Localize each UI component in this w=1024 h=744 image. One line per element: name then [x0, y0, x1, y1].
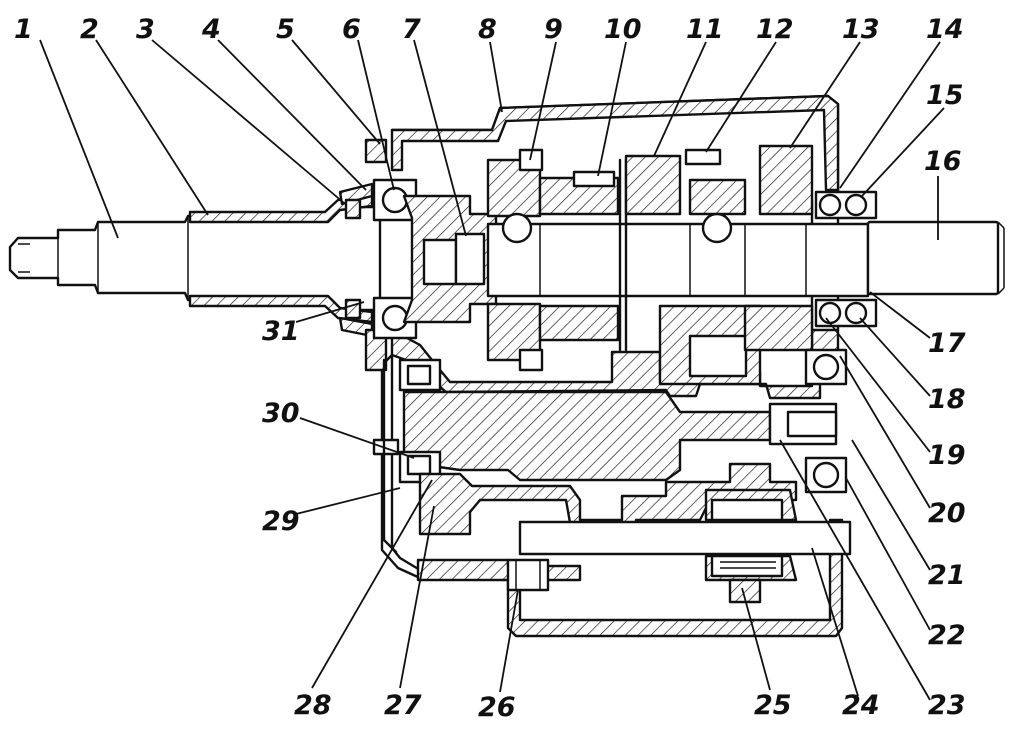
callout-14: 14	[926, 14, 964, 45]
callout-7: 7	[402, 14, 421, 45]
reverse-idler-assembly	[418, 462, 852, 604]
bearing-guide-sleeve	[188, 194, 374, 324]
callout-26: 26	[478, 692, 516, 723]
callout-labels: 1 2 3 4 5 6 7 8 9 10 11 12 13 14 15 16 1…	[14, 14, 966, 723]
callout-8: 8	[478, 14, 497, 45]
callout-2: 2	[80, 14, 99, 45]
callout-16: 16	[924, 146, 962, 177]
callout-17: 17	[928, 328, 966, 359]
callout-27: 27	[384, 690, 422, 721]
callout-22: 22	[928, 620, 966, 651]
callout-29: 29	[262, 506, 300, 537]
callout-13: 13	[842, 14, 880, 45]
callout-23: 23	[928, 690, 966, 721]
callout-5: 5	[276, 14, 295, 45]
leader-lines	[39, 39, 945, 701]
countershaft-front-cover	[372, 358, 400, 554]
callout-9: 9	[544, 14, 563, 45]
callout-30: 30	[262, 398, 300, 429]
callout-31: 31	[262, 316, 300, 347]
callout-6: 6	[342, 14, 361, 45]
callout-20: 20	[928, 498, 966, 529]
callout-15: 15	[926, 80, 964, 111]
callout-4: 4	[201, 14, 221, 45]
callout-18: 18	[928, 384, 966, 415]
main-shaft-assembly	[402, 158, 1005, 352]
callout-24: 24	[842, 690, 880, 721]
callout-21: 21	[928, 560, 966, 591]
callout-11: 11	[686, 14, 724, 45]
rear-bearings	[814, 190, 878, 328]
callout-3: 3	[136, 14, 155, 45]
countershaft	[398, 348, 848, 494]
callout-1: 1	[14, 14, 33, 45]
callout-10: 10	[604, 14, 642, 45]
callout-25: 25	[754, 690, 792, 721]
callout-28: 28	[294, 690, 332, 721]
callout-19: 19	[928, 440, 966, 471]
callout-12: 12	[756, 14, 794, 45]
input-shaft	[8, 205, 382, 312]
